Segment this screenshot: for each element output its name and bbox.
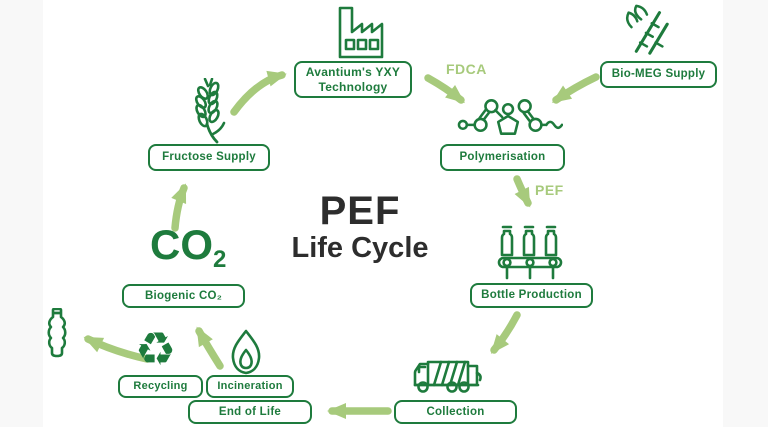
arrow-recycling-to-bottle: [83, 335, 151, 363]
node-end-of-life: End of Life: [188, 400, 312, 424]
arrow-polymerisation-to-bottleproduction: [513, 175, 532, 208]
conveyor-bottles-icon: [497, 220, 563, 280]
node-biogenic-co2: Biogenic CO₂: [122, 284, 245, 308]
left-margin: [0, 0, 43, 427]
node-label: Fructose Supply: [162, 151, 256, 164]
arrow-fructose-to-avantium: [230, 70, 287, 116]
molecule-icon: [457, 94, 563, 140]
node-label: Avantium's YXY: [305, 64, 401, 79]
right-margin: [723, 0, 768, 427]
node-label: Bio-MEG Supply: [611, 68, 706, 81]
node-incineration: Incineration: [206, 375, 294, 398]
node-polymerisation: Polymerisation: [440, 144, 565, 171]
node-avantium-yxy-technology: Avantium's YXY Technology: [294, 61, 412, 98]
node-fructose-supply: Fructose Supply: [148, 144, 270, 171]
node-label: Collection: [426, 405, 485, 418]
arrow-avantium-to-polymerisation: [424, 74, 465, 104]
node-label: Bottle Production: [481, 289, 582, 302]
node-recycling: Recycling: [118, 375, 203, 398]
recycle-icon: ♻: [135, 322, 177, 376]
arrow-co2-to-fructose: [171, 183, 188, 232]
title-line-1: PEF: [319, 189, 401, 233]
arrow-bottleproduction-to-collection: [490, 311, 521, 354]
co2-main-text: CO: [150, 221, 213, 268]
node-label: Recycling: [133, 379, 188, 392]
node-bio-meg-supply: Bio-MEG Supply: [600, 61, 717, 88]
diagram-title: PEF Life Cycle: [275, 190, 445, 265]
node-label: Polymerisation: [459, 151, 546, 164]
garbage-truck-icon: [412, 352, 496, 394]
fdca-flow-label: FDCA: [446, 61, 487, 77]
title-line-2: Life Cycle: [291, 232, 429, 264]
node-bottle-production: Bottle Production: [470, 283, 593, 308]
arrow-endoflife-to-biogenic: [195, 326, 224, 370]
wheat-icon: [183, 78, 237, 144]
co2-subscript: 2: [213, 246, 227, 273]
plastic-bottle-icon: [44, 308, 70, 358]
arrow-biomeg-to-polymerisation: [551, 73, 600, 104]
node-label: End of Life: [218, 405, 282, 418]
flame-icon: [227, 329, 265, 375]
pef-flow-label: PEF: [535, 182, 564, 198]
node-label: Incineration: [217, 379, 283, 392]
factory-icon: [327, 4, 391, 60]
sugarcane-icon: [617, 2, 673, 59]
co2-symbol: CO2: [150, 224, 226, 272]
node-label: Technology: [318, 79, 388, 94]
node-label: Biogenic CO₂: [144, 289, 223, 302]
node-collection: Collection: [394, 400, 517, 424]
